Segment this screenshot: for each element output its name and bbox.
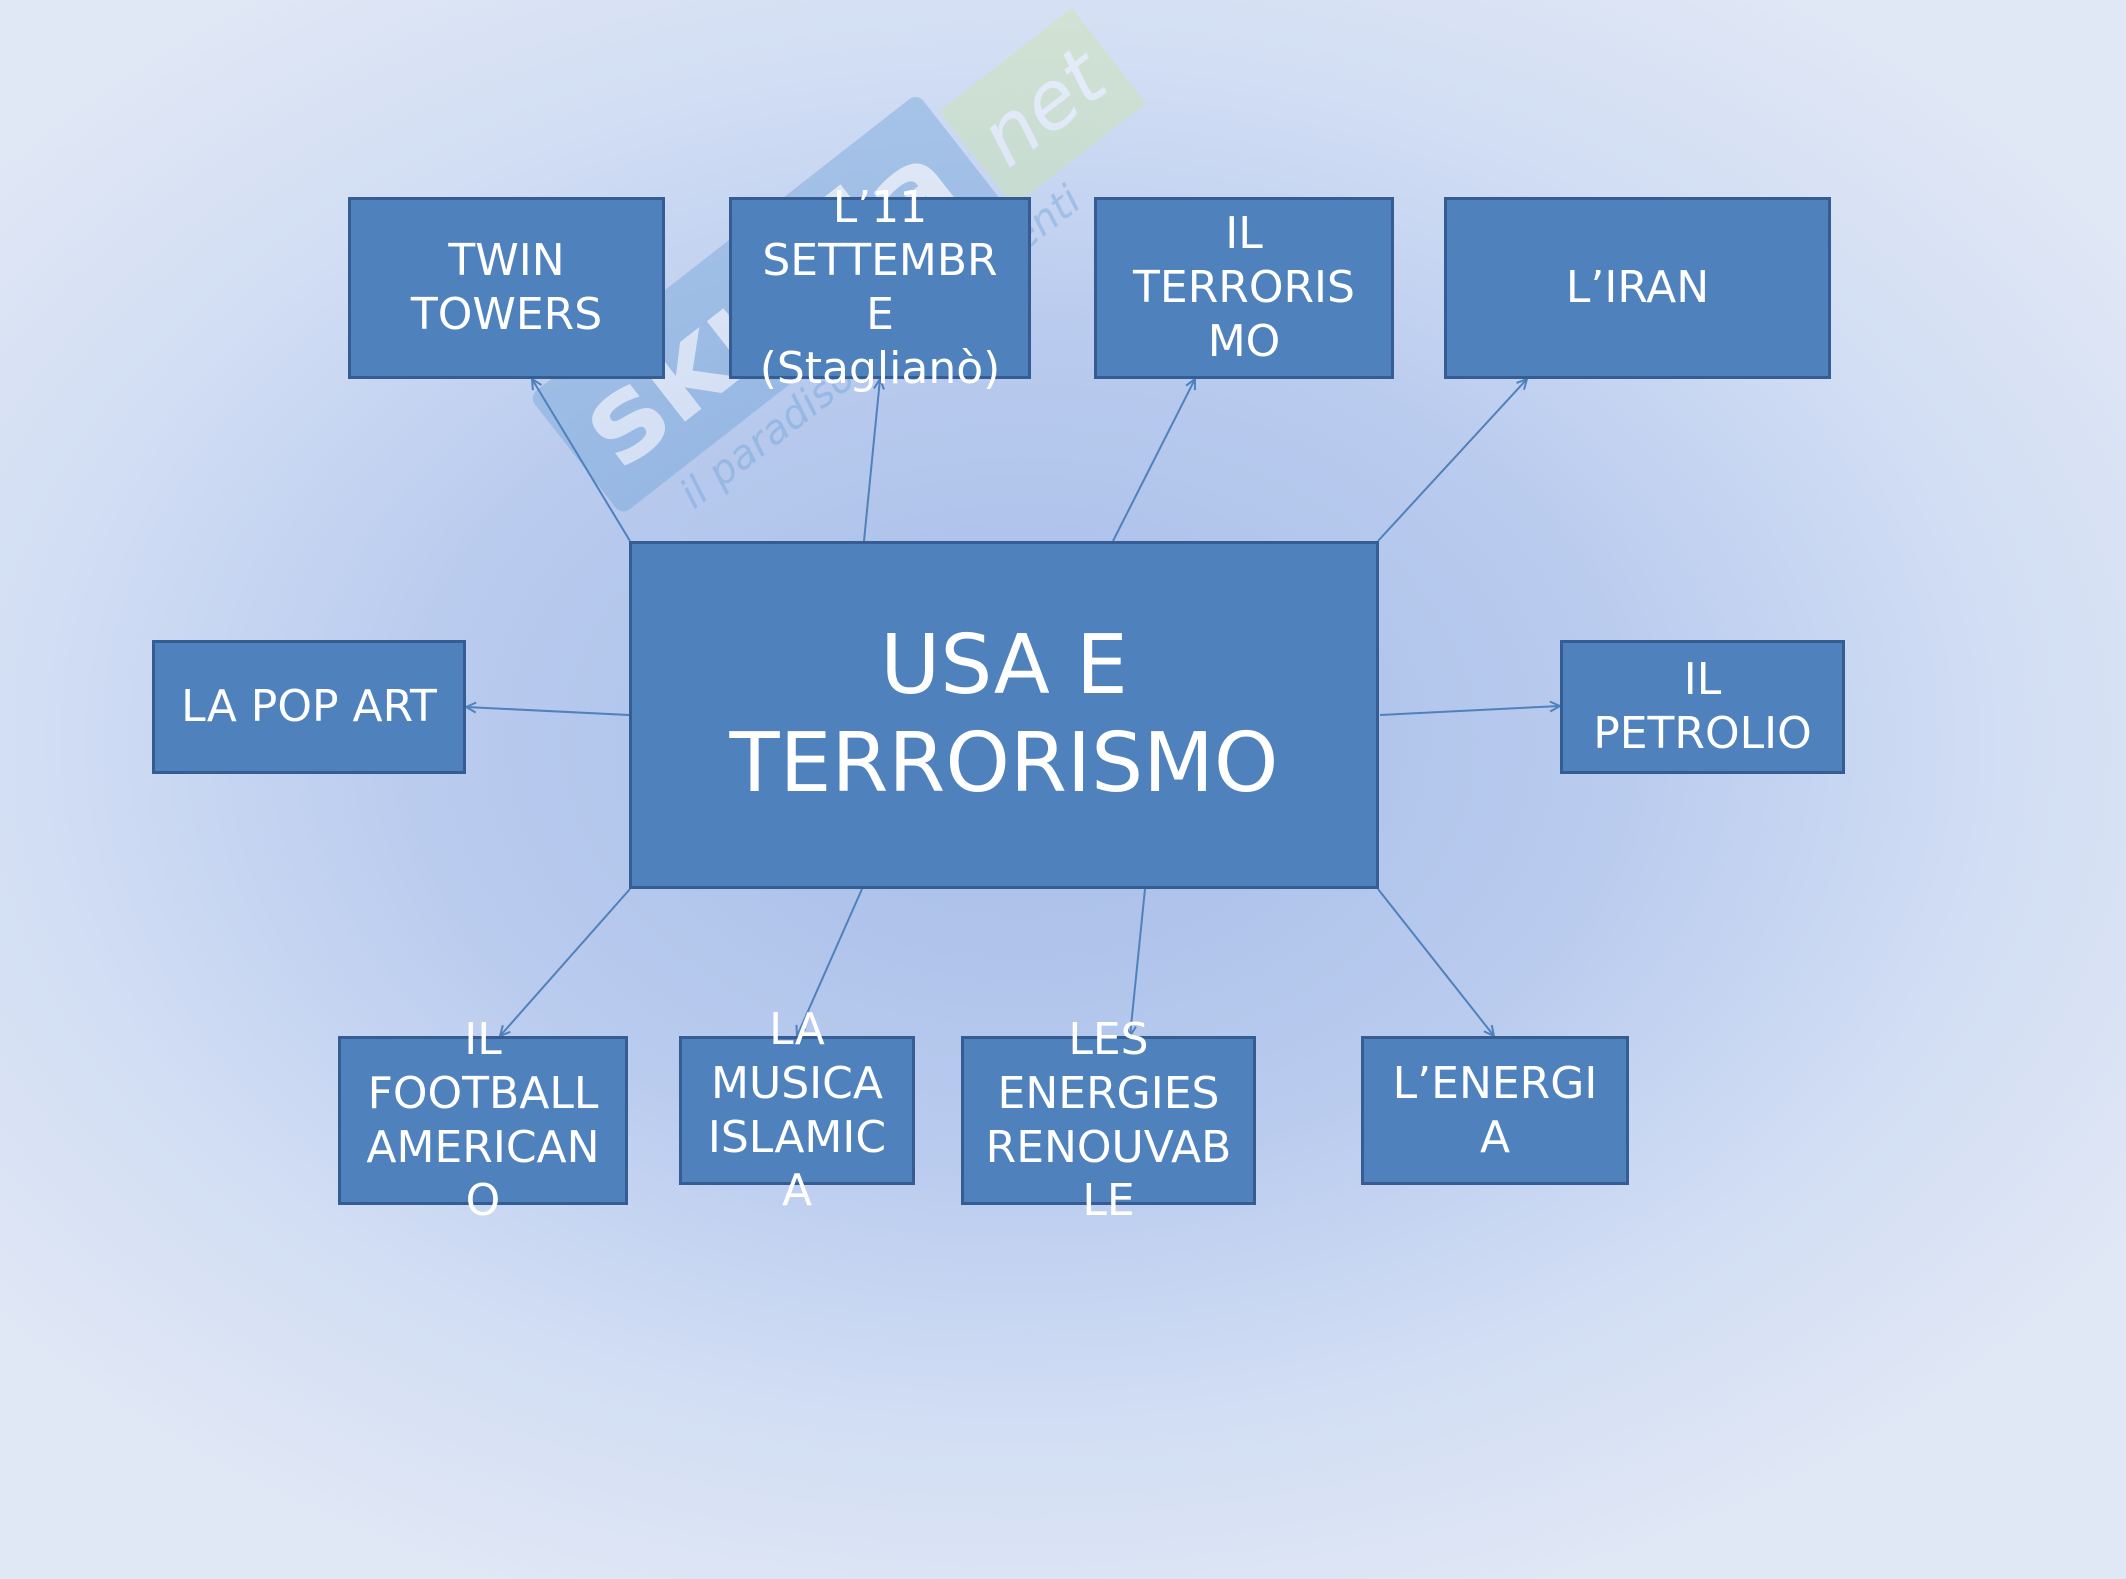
node-petrolio: IL PETROLIO — [1560, 640, 1845, 774]
node-terrorismo-label: IL TERRORIS MO — [1133, 208, 1355, 367]
node-twin-towers: TWIN TOWERS — [348, 197, 665, 379]
edge-to-energies — [1130, 888, 1146, 1036]
node-musica: LA MUSICA ISLAMIC A — [679, 1004, 915, 1216]
node-11-settembre-label: L’11 SETTEMBR E (Staglianò) — [759, 181, 1001, 394]
node-iran-label: L’IRAN — [1565, 262, 1710, 314]
node-energia: L’ENERGI A — [1361, 1036, 1629, 1185]
edge-to-terrorismo — [1112, 379, 1195, 542]
node-terrorismo: IL TERRORIS MO — [1094, 197, 1394, 379]
hub-node: USA E TERRORISMO — [629, 541, 1379, 889]
node-energies: LES ENERGIES RENOUVAB LE — [961, 1014, 1256, 1226]
hub-label: USA E TERRORISMO — [729, 617, 1279, 811]
node-iran: L’IRAN — [1444, 197, 1831, 379]
node-musica-label: LA MUSICA ISLAMIC A — [707, 1004, 887, 1217]
edge-to-football — [500, 888, 631, 1036]
node-football: IL FOOTBALL AMERICAN O — [338, 1014, 628, 1226]
node-football-label: IL FOOTBALL AMERICAN O — [366, 1014, 600, 1227]
edge-to-11-settembre — [863, 379, 880, 542]
node-11-settembre: L’11 SETTEMBR E (Staglianò) — [729, 182, 1031, 394]
node-twin-towers-label: TWIN TOWERS — [410, 235, 603, 340]
edge-to-twin-towers — [532, 379, 631, 542]
edge-to-musica — [797, 888, 863, 1036]
edge-to-energia — [1377, 888, 1494, 1036]
edge-to-iran — [1377, 379, 1527, 542]
node-energies-label: LES ENERGIES RENOUVAB LE — [985, 1014, 1232, 1227]
node-pop-art: LA POP ART — [152, 640, 466, 774]
edge-to-petrolio — [1379, 706, 1560, 716]
node-pop-art-label: LA POP ART — [181, 681, 437, 733]
node-petrolio-label: IL PETROLIO — [1593, 654, 1812, 759]
edge-to-pop-art — [466, 707, 630, 716]
node-energia-label: L’ENERGI A — [1392, 1057, 1598, 1163]
